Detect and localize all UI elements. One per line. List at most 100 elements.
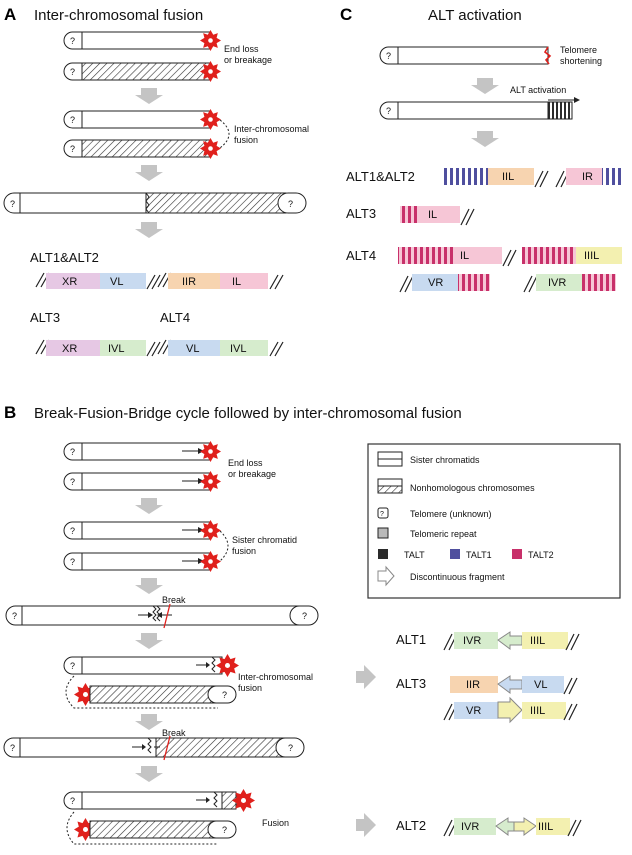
svg-text:?: ? (288, 199, 293, 209)
down-arrow-icon (135, 633, 163, 649)
a-alt4-fragment: VL IVL (157, 339, 284, 357)
legend-telomere-unknown: ? Telomere (unknown) (377, 507, 492, 519)
right-arrow-icon (356, 813, 376, 837)
segment-IR: IR (582, 171, 593, 183)
legend-talt1: TALT1 (450, 549, 492, 560)
segment-IL: IL (428, 209, 437, 221)
segment-VL: VL (110, 276, 123, 288)
segment-IIR: IIR (466, 679, 480, 691)
svg-text:?: ? (380, 511, 384, 518)
b-alt1-fragment: IVR IIIL (443, 631, 580, 651)
group-alt4: ALT4 (346, 248, 376, 263)
segment-IVR: IVR (461, 821, 479, 833)
b-chrom-6: ? (74, 683, 237, 706)
b-alt2-fragment: IVR IIIL (443, 817, 582, 837)
segment-IIIL: IIIL (530, 635, 545, 647)
group-alt3: ALT3 (346, 206, 376, 221)
b-alt3-fragment-b: VR IIIL (443, 696, 578, 724)
down-arrow-icon (135, 498, 163, 514)
svg-text:?: ? (70, 796, 75, 806)
legend-telomeric-repeat: Telomeric repeat (377, 527, 477, 539)
a-fused-chromosome: ? ? (3, 192, 307, 214)
down-arrow-icon (135, 714, 163, 730)
legend-nonhomologous: Nonhomologous chromosomes (377, 478, 535, 494)
svg-text:?: ? (10, 743, 15, 753)
discontinuous-fragment-icon (497, 675, 523, 694)
c-alt4-fragment-a: IL (398, 247, 517, 267)
segment-IVR: IVR (548, 277, 566, 289)
b-fused-chromosome: ? ? (3, 735, 305, 761)
svg-text:?: ? (70, 557, 75, 567)
panel-a-title: Inter-chromosomal fusion (34, 7, 203, 24)
b-chrom-8: ? (74, 818, 237, 841)
fusion-bracket (219, 119, 230, 149)
down-arrow-icon (135, 578, 163, 594)
c-alt12-fragment-a: IIL (444, 168, 549, 188)
down-arrow-icon (471, 78, 499, 94)
group-alt1-alt2: ALT1&ALT2 (30, 250, 99, 265)
group-alt3: ALT3 (30, 310, 60, 325)
a-alt12-fragment-b: IIR IL (157, 272, 284, 290)
panel-b-title: Break-Fusion-Bridge cycle followed by in… (34, 405, 462, 422)
panel-b-letter: B (4, 403, 16, 422)
discontinuous-fragment-icon (377, 565, 395, 587)
segment-XR: XR (62, 343, 77, 355)
break-label-2: Break (162, 728, 186, 738)
group-alt3: ALT3 (396, 676, 426, 691)
svg-text:?: ? (70, 526, 75, 536)
svg-text:?: ? (222, 690, 227, 700)
panel-a-letter: A (4, 5, 16, 24)
discontinuous-fragment-icon (495, 817, 515, 836)
c-alt4-fragment-c: VR (399, 274, 490, 293)
svg-text:?: ? (386, 106, 391, 116)
svg-text:?: ? (288, 743, 293, 753)
segment-XR: XR (62, 276, 77, 288)
fusion-label: Fusion (262, 818, 289, 828)
segment-IIIL: IIIL (584, 250, 599, 262)
down-arrow-icon (135, 165, 163, 181)
c-alt12-fragment-b: IR (555, 168, 624, 188)
svg-text:?: ? (302, 611, 307, 621)
discontinuous-fragment-icon (497, 696, 523, 724)
svg-text:Telomeric repeat: Telomeric repeat (410, 529, 477, 539)
a-chrom-1: ? (63, 30, 221, 51)
legend-discontinuous-fragment: Discontinuous fragment (377, 565, 505, 587)
svg-text:TALT: TALT (404, 550, 425, 560)
c-alt4-fragment-d: IVR (523, 274, 616, 293)
b-dicentric-chromosome: ? ? (5, 603, 319, 629)
svg-text:?: ? (70, 115, 75, 125)
segment-VL: VL (534, 679, 547, 691)
svg-text:Telomere (unknown): Telomere (unknown) (410, 509, 492, 519)
svg-text:?: ? (12, 611, 17, 621)
svg-text:?: ? (70, 477, 75, 487)
b-chrom-1: ? (63, 441, 221, 462)
discontinuous-fragment-icon (513, 817, 537, 836)
group-alt1-alt2: ALT1&ALT2 (346, 169, 415, 184)
segment-IL: IL (232, 276, 241, 288)
svg-text:TALT1: TALT1 (466, 550, 492, 560)
svg-text:Nonhomologous chromosomes: Nonhomologous chromosomes (410, 483, 535, 493)
group-alt1: ALT1 (396, 632, 426, 647)
segment-IL: IL (460, 250, 469, 262)
fusion-bracket (219, 530, 229, 562)
right-arrow-icon (356, 665, 376, 689)
a-chrom-2: ? (63, 61, 221, 82)
group-alt4: ALT4 (160, 310, 190, 325)
alt-activation-label: ALT activation (510, 85, 566, 95)
segment-VR: VR (466, 705, 481, 717)
segment-VL: VL (186, 343, 199, 355)
svg-text:?: ? (70, 144, 75, 154)
break-label: Break (162, 595, 186, 605)
segment-IIIL: IIIL (530, 705, 545, 717)
unknown-telomere-mark: ? (70, 36, 75, 46)
segment-IIL: IIL (502, 171, 514, 183)
down-arrow-icon (135, 88, 163, 104)
b-alt3-fragment-a: IIR VL (450, 675, 578, 695)
